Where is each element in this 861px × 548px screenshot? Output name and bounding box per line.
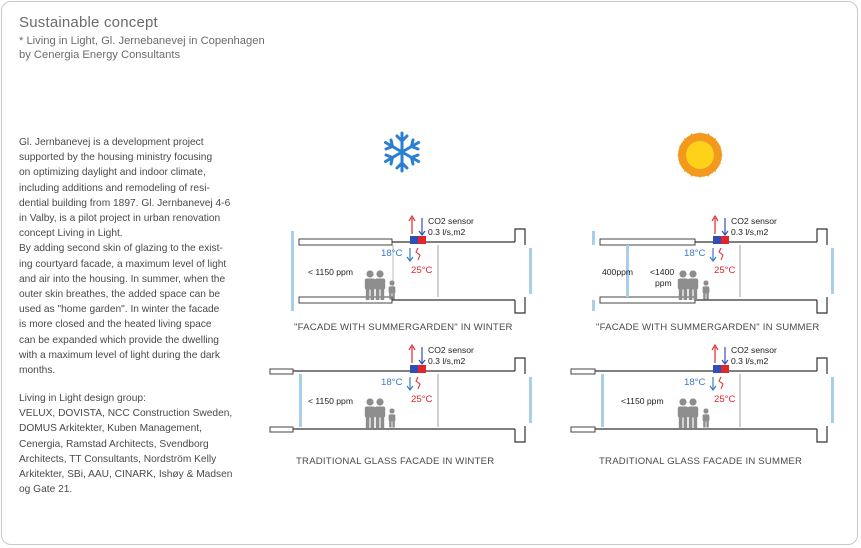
description-line: By adding second skin of glazing to the … <box>19 243 223 255</box>
subtitle-line: by Cenergia Energy Consultants <box>19 49 181 61</box>
warm-temp-label: 25°C <box>411 394 433 405</box>
design-group-line: DOMUS Arkitekter, Kuben Management, <box>19 423 202 435</box>
building-section <box>570 357 834 443</box>
panel-traditional-summer: CO2 sensor 0.3 l/s,m2 18°C 25°C <1150 pp… <box>570 343 834 467</box>
co2-sensor-label: CO2 sensor <box>731 216 777 226</box>
description-line: ing courtyard facade, a maximum level of… <box>19 258 227 270</box>
project-description: Gl. Jernbanevej is a development project… <box>19 135 244 378</box>
ppm-unit-label: ppm <box>655 278 672 288</box>
design-group-line: Cenergia, Ramstad Architects, Svendborg <box>19 438 209 450</box>
building-section <box>291 228 532 314</box>
description-line: concept Living in Light. <box>19 228 123 240</box>
description-line: in Valby, is a pilot project in urban re… <box>19 213 221 225</box>
description-line: supported by the housing ministry focusi… <box>19 152 213 164</box>
description-line: and air into the housing. In summer, whe… <box>19 273 226 285</box>
snowflake-icon <box>384 131 420 173</box>
airflow-label: 0.3 l/s,m2 <box>731 356 768 366</box>
description-line: can be expanded which provide the dwelli… <box>19 334 219 346</box>
ventilation-unit <box>709 214 729 262</box>
cool-temp-label: 18°C <box>381 248 403 259</box>
description-line: dential building from 1897. Gl. Jernbane… <box>19 197 231 209</box>
design-group-line: Architects, TT Consultants, Nordström Ke… <box>19 453 217 465</box>
page-subtitle: * Living in Light, Gl. Jernebanevej in C… <box>19 34 265 62</box>
warm-temp-label: 25°C <box>411 265 433 276</box>
panel-caption: TRADITIONAL GLASS FACADE IN WINTER <box>296 456 494 467</box>
co2-sensor-label: CO2 sensor <box>731 345 777 355</box>
panel-summergarden-summer: CO2 sensor 0.3 l/s,m2 18°C 25°C 400ppm <… <box>592 214 834 333</box>
design-group-line: Living in Light design group: <box>19 393 146 404</box>
ppm-label: < 1150 ppm <box>308 267 353 277</box>
subtitle-line: * Living in Light, Gl. Jernebanevej in C… <box>19 35 265 47</box>
design-group-line: og Gate 21. <box>19 484 73 496</box>
garden-ppm-label: 400ppm <box>602 267 633 277</box>
sun-icon <box>677 132 723 178</box>
ppm-label: <1150 ppm <box>621 396 664 406</box>
ventilation-unit <box>406 343 426 391</box>
design-group-line: VELUX, DOVISTA, NCC Construction Sweden, <box>19 408 233 420</box>
cool-temp-label: 18°C <box>381 377 403 388</box>
description-line: used as "home garden". In winter the fac… <box>19 304 220 316</box>
co2-sensor-label: CO2 sensor <box>428 216 474 226</box>
co2-sensor-label: CO2 sensor <box>428 345 474 355</box>
warm-temp-label: 25°C <box>714 265 736 276</box>
building-section <box>269 357 532 443</box>
ppm-label: <1400 <box>650 267 674 277</box>
panel-traditional-winter: CO2 sensor 0.3 l/s,m2 18°C 25°C < 1150 p… <box>269 343 532 467</box>
description-line: with a maximum level of light during the… <box>19 349 221 361</box>
panel-caption: TRADITIONAL GLASS FACADE IN SUMMER <box>599 456 802 467</box>
airflow-label: 0.3 l/s,m2 <box>428 356 465 366</box>
description-line: Gl. Jernbanevej is a development project <box>19 137 204 148</box>
cool-temp-label: 18°C <box>684 377 706 388</box>
panel-caption: "FACADE WITH SUMMERGARDEN" IN WINTER <box>294 322 513 333</box>
description-line: outer skin breathes, the added space can… <box>19 289 221 301</box>
page-title: Sustainable concept <box>19 14 158 31</box>
warm-temp-label: 25°C <box>714 394 736 405</box>
panel-summergarden-winter: CO2 sensor 0.3 l/s,m2 18°C 25°C < 1150 p… <box>291 214 532 333</box>
airflow-label: 0.3 l/s,m2 <box>731 227 768 237</box>
description-line: is more closed and the heated living spa… <box>19 319 212 331</box>
description-line: including additions and remodeling of re… <box>19 182 210 194</box>
design-group: Living in Light design group: VELUX, DOV… <box>19 391 244 497</box>
ppm-label: < 1150 ppm <box>308 396 353 406</box>
description-line: on optimizing daylight and indoor climat… <box>19 167 206 179</box>
ventilation-unit <box>406 214 426 262</box>
panel-caption: "FACADE WITH SUMMERGARDEN" IN SUMMER <box>596 322 819 333</box>
design-group-line: Arkitekter, SBi, AAU, CINARK, Ishøy & Ma… <box>19 469 233 481</box>
description-line: months. <box>19 365 56 377</box>
ventilation-unit <box>709 343 729 391</box>
cool-temp-label: 18°C <box>684 248 706 259</box>
airflow-label: 0.3 l/s,m2 <box>428 227 465 237</box>
